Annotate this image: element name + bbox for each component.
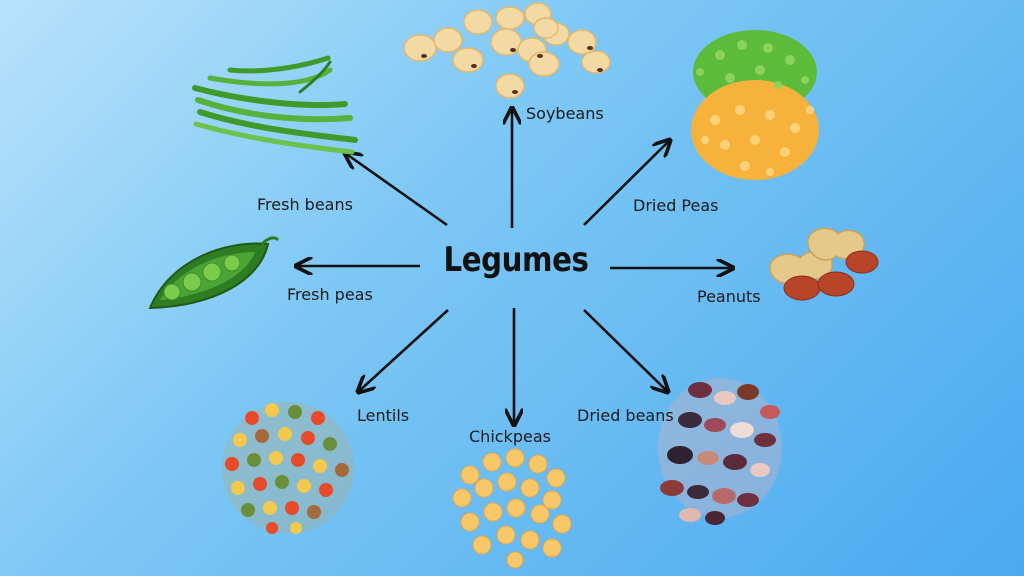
chickpeas-icon xyxy=(452,448,572,569)
label-lentils: Lentils xyxy=(357,406,410,425)
label-dried-beans: Dried beans xyxy=(577,406,674,425)
dried-peas-icon xyxy=(691,30,819,180)
label-peanuts: Peanuts xyxy=(697,287,761,306)
diagram-title: Legumes xyxy=(443,240,589,280)
fresh-peas-icon xyxy=(148,236,280,310)
label-soybeans: Soybeans xyxy=(526,104,604,123)
label-fresh-peas: Fresh peas xyxy=(287,285,373,304)
soybeans-icon xyxy=(403,2,611,99)
arrow-fresh-beans xyxy=(345,153,448,227)
peanuts-icon xyxy=(769,227,879,301)
label-dried-peas: Dried Peas xyxy=(633,196,719,215)
fresh-beans-icon xyxy=(192,55,358,155)
label-chickpeas: Chickpeas xyxy=(469,427,551,446)
lentils-icon xyxy=(222,402,354,534)
label-fresh-beans: Fresh beans xyxy=(257,195,353,214)
dried-beans-icon xyxy=(658,378,782,525)
arrow-lentils xyxy=(358,309,449,392)
arrow-dried-beans xyxy=(583,309,668,392)
arrow-dried-peas xyxy=(583,140,670,226)
